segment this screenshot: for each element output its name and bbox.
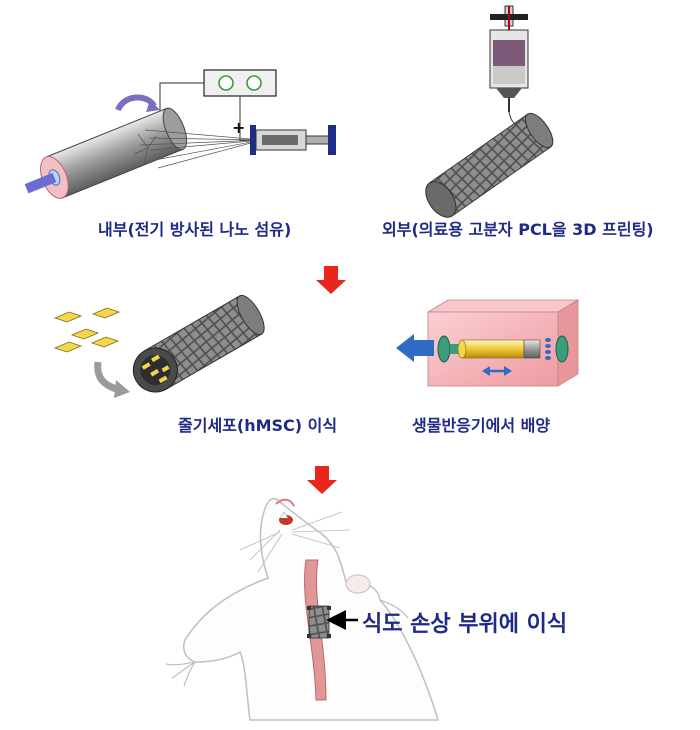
scaffold-in-reactor bbox=[457, 339, 541, 359]
3d-printing-setup bbox=[425, 5, 554, 218]
printed-mesh-tube bbox=[425, 112, 554, 218]
bioreactor bbox=[396, 299, 580, 387]
stem-cells bbox=[53, 307, 121, 353]
rat-illustration bbox=[165, 497, 440, 721]
flow-arrow-2 bbox=[307, 466, 337, 494]
cell-seeding bbox=[53, 294, 265, 398]
wire-negative bbox=[159, 82, 204, 112]
flow-arrow-1 bbox=[316, 266, 346, 294]
electrospinning-setup: − + bbox=[24, 69, 336, 199]
rat-ear bbox=[345, 574, 371, 594]
implant-scaffold bbox=[307, 605, 331, 639]
printer-syringe bbox=[489, 5, 529, 112]
plus-sign: + bbox=[232, 118, 245, 137]
right-port bbox=[555, 335, 569, 363]
gauge-icon bbox=[218, 75, 234, 91]
rotating-collector bbox=[24, 107, 188, 199]
seeded-scaffold bbox=[132, 294, 265, 393]
label-inner-layer: 내부(전기 방사된 나노 섬유) bbox=[98, 220, 292, 239]
oscillation-arrow-icon bbox=[482, 366, 512, 376]
syringe-pump bbox=[250, 125, 336, 155]
gauge-icon bbox=[246, 75, 262, 91]
left-port bbox=[437, 335, 451, 363]
label-outer-layer: 외부(의료용 고분자 PCL을 3D 프린팅) bbox=[382, 220, 654, 239]
outflow-arrow-icon bbox=[396, 334, 434, 362]
whiskers bbox=[239, 511, 351, 573]
label-stem-cell-seeding: 줄기세포(hMSC) 이식 bbox=[178, 416, 338, 435]
label-bioreactor-culture: 생물반응기에서 배양 bbox=[412, 416, 551, 435]
nanofiber-spray bbox=[133, 129, 263, 169]
flow-dots bbox=[545, 338, 551, 360]
label-implantation: 식도 손상 부위에 이식 bbox=[362, 612, 568, 637]
power-supply bbox=[203, 69, 277, 97]
